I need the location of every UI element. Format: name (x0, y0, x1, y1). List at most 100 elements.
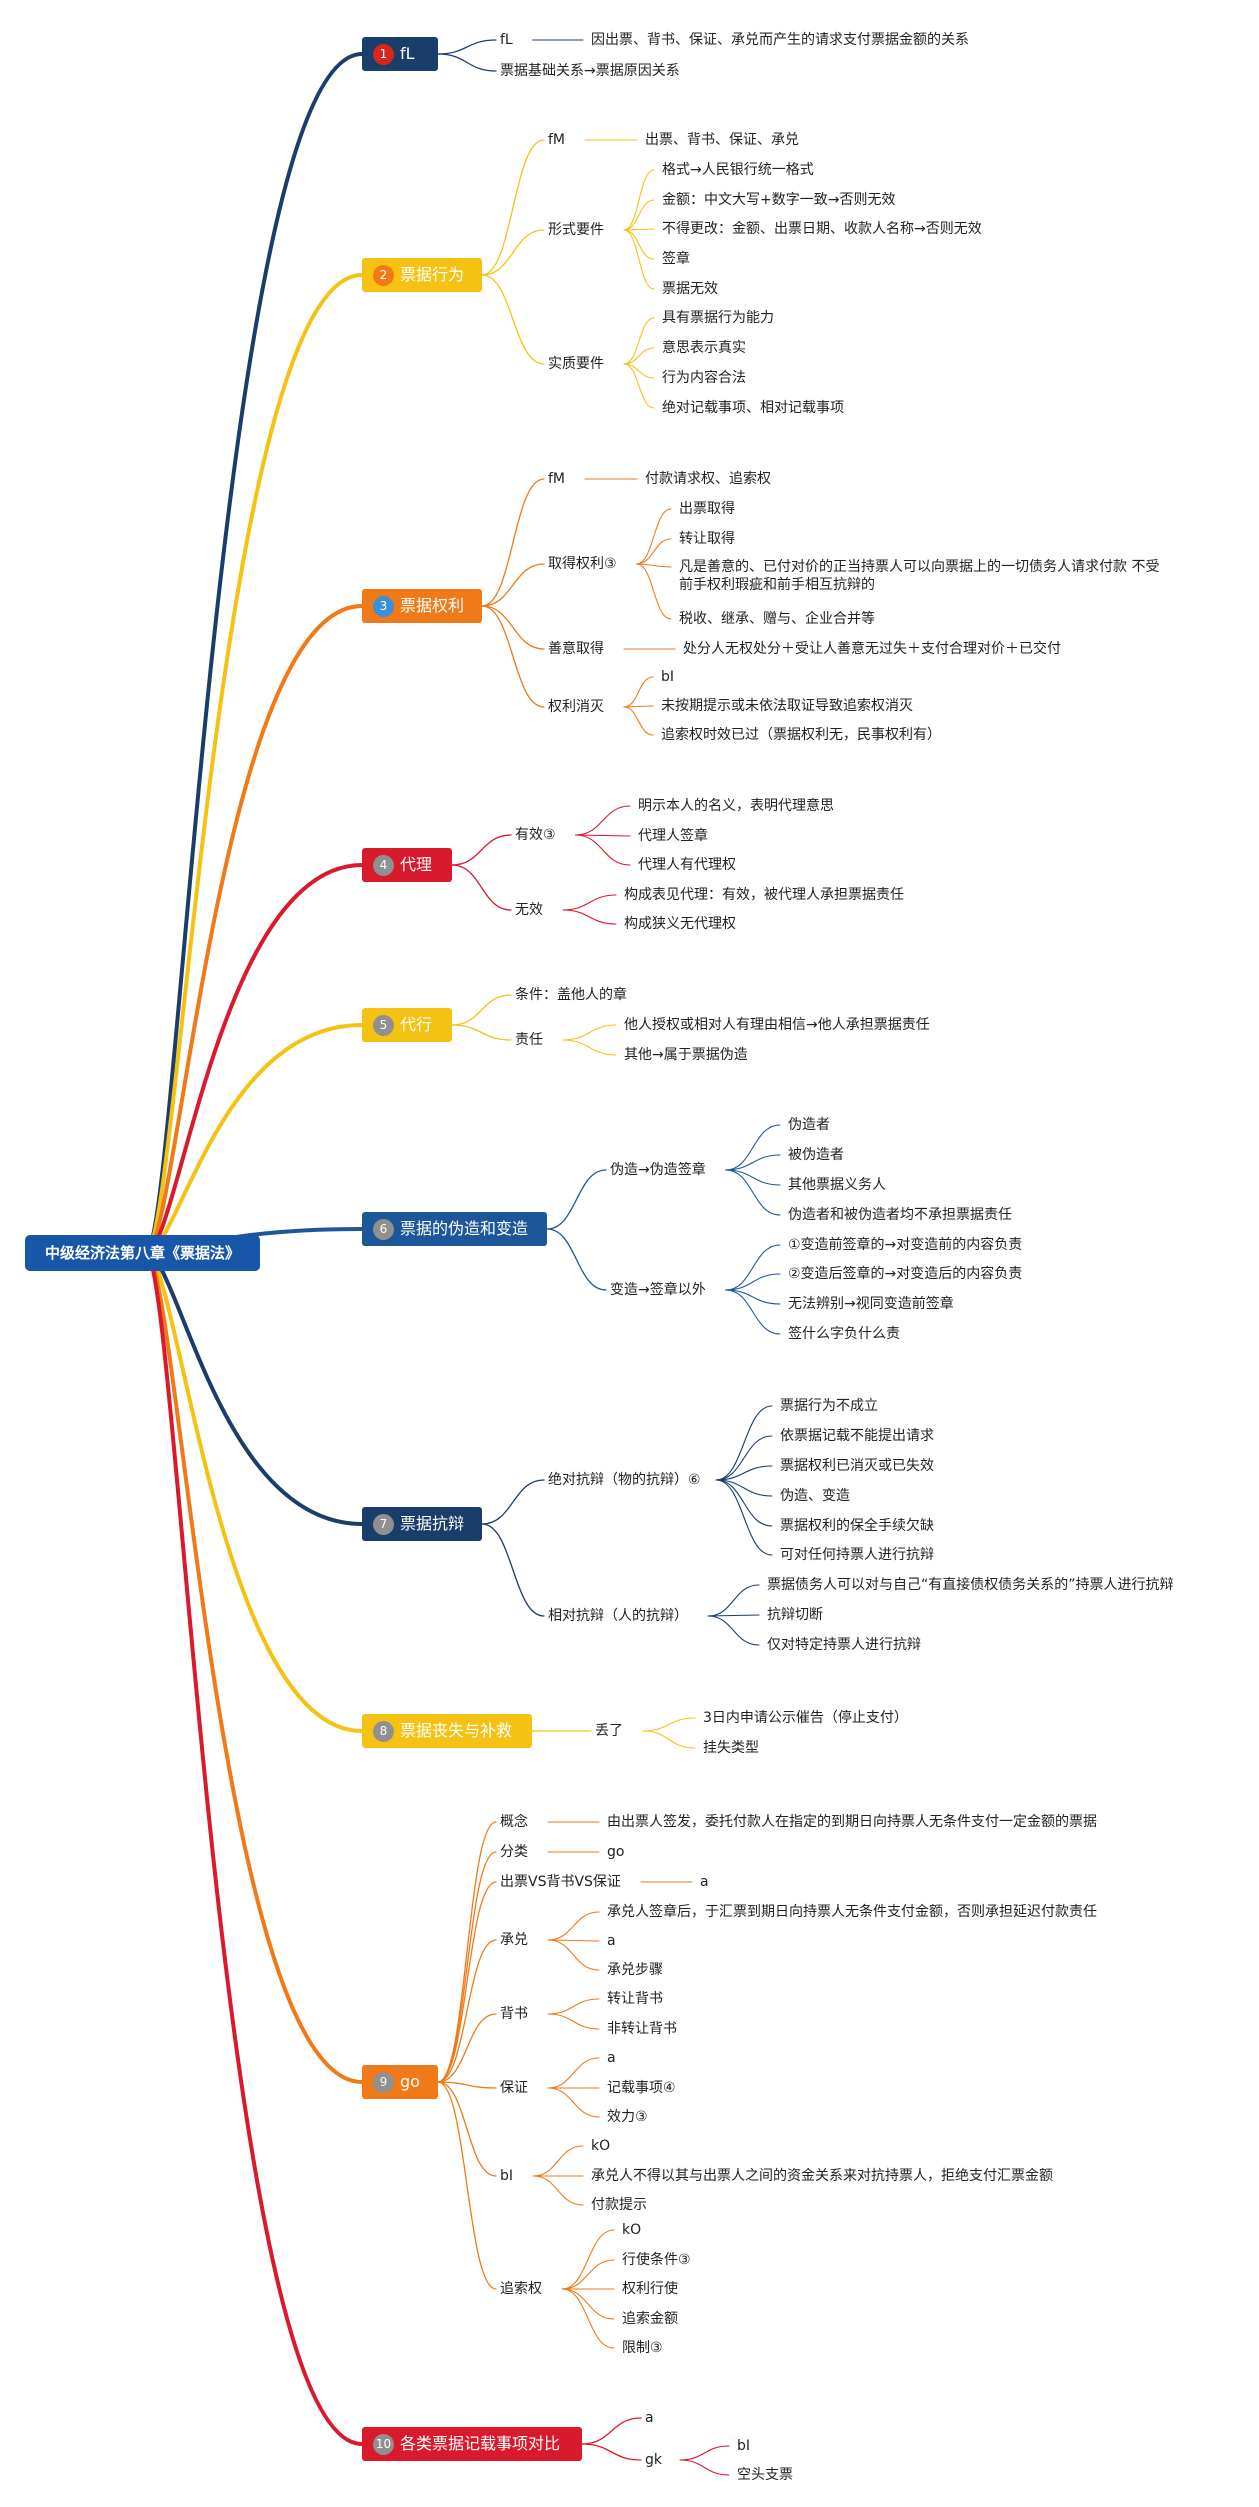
leaf-topic[interactable]: 代理人签章 (638, 828, 708, 844)
leaf-topic[interactable]: kO (591, 2138, 611, 2154)
subtopic[interactable]: 有效③ (515, 827, 556, 843)
leaf-topic[interactable]: 因出票、背书、保证、承兑而产生的请求支付票据金额的关系 (591, 32, 969, 48)
subtopic[interactable]: 形式要件 (548, 222, 604, 238)
leaf-topic[interactable]: 依票据记载不能提出请求 (780, 1428, 934, 1444)
leaf-topic[interactable]: 其他→属于票据伪造 (624, 1047, 748, 1063)
leaf-topic[interactable]: 出票、背书、保证、承兑 (645, 132, 799, 148)
leaf-topic[interactable]: ①变造前签章的→对变造前的内容负责 (788, 1237, 1023, 1253)
leaf-topic[interactable]: bI (737, 2438, 751, 2454)
leaf-topic[interactable]: 权利行使 (622, 2281, 678, 2297)
leaf-topic[interactable]: 其他票据义务人 (788, 1177, 886, 1193)
leaf-topic[interactable]: 出票取得 (679, 501, 735, 517)
subtopic[interactable]: 追索权 (500, 2281, 542, 2297)
leaf-topic[interactable]: 付款请求权、追索权 (645, 471, 771, 487)
leaf-topic[interactable]: 意思表示真实 (662, 340, 746, 356)
subtopic[interactable]: gk (645, 2452, 662, 2468)
subtopic[interactable]: 相对抗辩（人的抗辩） (548, 1608, 688, 1624)
leaf-topic[interactable]: 承兑步骤 (607, 1962, 663, 1978)
leaf-topic[interactable]: ②变造后签章的→对变造后的内容负责 (788, 1266, 1023, 1282)
subtopic[interactable]: 票据基础关系→票据原因关系 (500, 63, 680, 79)
subtopic[interactable]: 保证 (500, 2080, 528, 2096)
leaf-topic[interactable]: 票据权利已消灭或已失效 (780, 1458, 934, 1474)
root-topic[interactable]: 中级经济法第八章《票据法》 (25, 1235, 260, 1271)
leaf-topic[interactable]: 挂失类型 (703, 1740, 759, 1756)
leaf-topic[interactable]: 承兑人不得以其与出票人之间的资金关系来对抗持票人，拒绝支付汇票金额 (591, 2168, 1053, 2184)
subtopic[interactable]: fM (548, 471, 566, 487)
leaf-topic[interactable]: 行为内容合法 (662, 370, 746, 386)
leaf-topic[interactable]: 凡是善意的、已付对价的正当持票人可以向票据上的一切债务人请求付款 不受前手权利瑕… (679, 559, 1160, 593)
leaf-topic[interactable]: 票据权利的保全手续欠缺 (780, 1518, 934, 1534)
leaf-topic[interactable]: 构成表见代理：有效，被代理人承担票据责任 (624, 887, 904, 903)
leaf-topic[interactable]: 无法辨别→视同变造前签章 (788, 1296, 954, 1312)
leaf-topic[interactable]: 非转让背书 (607, 2021, 677, 2037)
leaf-topic[interactable]: 构成狭义无代理权 (624, 916, 736, 932)
leaf-topic[interactable]: 转让背书 (607, 1991, 663, 2007)
leaf-topic[interactable]: 空头支票 (737, 2467, 793, 2483)
leaf-topic[interactable]: 他人授权或相对人有理由相信→他人承担票据责任 (624, 1017, 930, 1033)
leaf-topic[interactable]: 承兑人签章后，于汇票到期日向持票人无条件支付金额，否则承担延迟付款责任 (607, 1904, 1097, 1920)
subtopic[interactable]: 实质要件 (548, 356, 604, 372)
leaf-topic[interactable]: 可对任何持票人进行抗辩 (780, 1547, 934, 1563)
subtopic[interactable]: 出票VS背书VS保证 (500, 1874, 621, 1890)
subtopic[interactable]: 概念 (500, 1814, 528, 1830)
subtopic[interactable]: 绝对抗辩（物的抗辩）⑥ (548, 1472, 701, 1488)
leaf-topic[interactable]: a (700, 1874, 709, 1890)
subtopic[interactable]: 分类 (500, 1844, 528, 1860)
leaf-topic[interactable]: 效力③ (607, 2109, 648, 2125)
leaf-topic[interactable]: 限制③ (622, 2340, 663, 2356)
subtopic[interactable]: 伪造→伪造签章 (610, 1162, 706, 1178)
leaf-topic[interactable]: 被伪造者 (788, 1147, 844, 1163)
leaf-topic[interactable]: 票据无效 (662, 281, 718, 297)
leaf-topic[interactable]: 伪造、变造 (780, 1488, 850, 1504)
subtopic[interactable]: fM (548, 132, 566, 148)
leaf-topic[interactable]: 行使条件③ (622, 2252, 691, 2268)
subtopic[interactable]: a (645, 2410, 654, 2426)
subtopic[interactable]: 取得权利③ (548, 556, 617, 572)
leaf-topic[interactable]: 仅对特定持票人进行抗辩 (767, 1637, 921, 1653)
subtopic[interactable]: 善意取得 (548, 641, 604, 657)
leaf-topic[interactable]: 未按期提示或未依法取证导致追索权消灭 (661, 698, 913, 714)
leaf-topic[interactable]: 由出票人签发，委托付款人在指定的到期日向持票人无条件支付一定金额的票据 (607, 1814, 1097, 1830)
subtopic[interactable]: 无效 (515, 902, 543, 918)
leaf-topic[interactable]: go (607, 1844, 625, 1860)
leaf-topic[interactable]: a (607, 2050, 616, 2066)
leaf-topic[interactable]: kO (622, 2222, 642, 2238)
leaf-topic[interactable]: 绝对记载事项、相对记载事项 (662, 400, 844, 416)
leaf-topic[interactable]: 格式→人民银行统一格式 (662, 162, 814, 178)
leaf-topic[interactable]: 转让取得 (679, 531, 735, 547)
leaf-topic[interactable]: a (607, 1933, 616, 1949)
subtopic[interactable]: 丢了 (595, 1723, 623, 1739)
leaf-topic[interactable]: 金额：中文大写+数字一致→否则无效 (662, 192, 896, 208)
subtopic[interactable]: bI (500, 2168, 514, 2184)
leaf-topic[interactable]: 付款提示 (591, 2197, 647, 2213)
leaf-topic[interactable]: 不得更改：金额、出票日期、收款人名称→否则无效 (662, 221, 982, 237)
leaf-topic[interactable]: 追索权时效已过（票据权利无，民事权利有） (661, 727, 941, 743)
leaf-topic[interactable]: 记载事项④ (607, 2080, 676, 2096)
leaf-topic[interactable]: 处分人无权处分＋受让人善意无过失＋支付合理对价＋已交付 (683, 641, 1061, 657)
leaf-topic[interactable]: 税收、继承、赠与、企业合并等 (679, 611, 875, 627)
leaf-topic[interactable]: 签章 (662, 251, 690, 267)
subtopic[interactable]: 背书 (500, 2006, 528, 2022)
leaf-topic[interactable]: 伪造者和被伪造者均不承担票据责任 (788, 1207, 1012, 1223)
leaf-topic[interactable]: 伪造者 (788, 1117, 830, 1133)
leaf-topic[interactable]: 追索金额 (622, 2311, 678, 2327)
subtopic[interactable]: fL (500, 32, 513, 48)
leaf-topic[interactable]: 票据行为不成立 (780, 1398, 878, 1414)
leaf-topic[interactable]: 签什么字负什么责 (788, 1326, 900, 1342)
subtopic[interactable]: 条件：盖他人的章 (515, 987, 627, 1003)
subtopic[interactable]: 变造→签章以外 (610, 1282, 706, 1298)
subtopic[interactable]: 承兑 (500, 1932, 528, 1948)
leaf-topic[interactable]: bI (661, 669, 675, 685)
subtopic[interactable]: 责任 (515, 1032, 543, 1048)
leaf-topic[interactable]: 代理人有代理权 (638, 857, 736, 873)
leaf-topic[interactable]: 明示本人的名义，表明代理意思 (638, 798, 834, 814)
